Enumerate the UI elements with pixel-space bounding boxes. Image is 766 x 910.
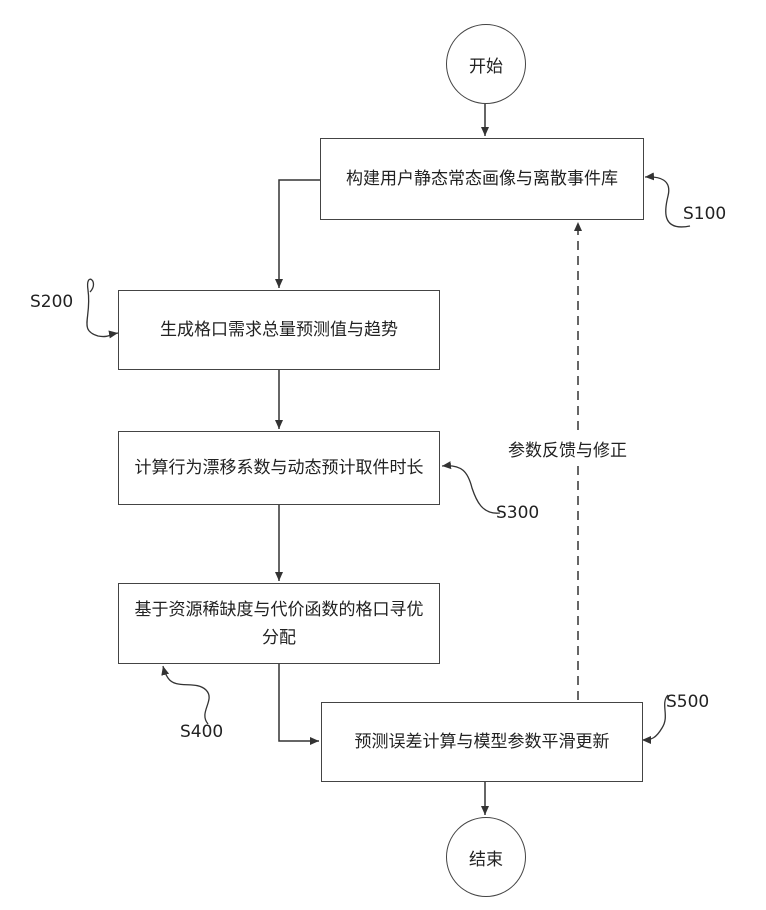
arrow-s400-to-s500	[279, 664, 319, 741]
feedback-label: 参数反馈与修正	[506, 436, 629, 461]
step-s100-box: 构建用户静态常态画像与离散事件库	[320, 138, 644, 220]
step-s200-text: 生成格口需求总量预测值与趋势	[160, 316, 398, 344]
end-node-label: 结束	[469, 845, 503, 870]
step-label-s400: S400	[180, 722, 223, 742]
arrow-s100-to-s200	[279, 180, 320, 288]
start-node: 开始	[446, 24, 526, 104]
step-label-s500: S500	[666, 692, 709, 712]
step-label-s100: S100	[683, 204, 726, 224]
step-s500-box: 预测误差计算与模型参数平滑更新	[321, 702, 643, 782]
start-node-label: 开始	[469, 52, 503, 77]
step-s400-text: 基于资源稀缺度与代价函数的格口寻优分配	[129, 596, 429, 652]
step-label-s300: S300	[496, 503, 539, 523]
step-s400-box: 基于资源稀缺度与代价函数的格口寻优分配	[118, 583, 440, 664]
leader-s300	[442, 466, 500, 513]
end-node: 结束	[446, 817, 526, 897]
step-s200-box: 生成格口需求总量预测值与趋势	[118, 290, 440, 370]
step-s500-text: 预测误差计算与模型参数平滑更新	[355, 728, 610, 756]
leader-s200	[87, 279, 118, 336]
leader-s400	[163, 666, 209, 724]
step-s300-box: 计算行为漂移系数与动态预计取件时长	[118, 431, 440, 505]
leader-s500	[642, 695, 668, 740]
step-s100-text: 构建用户静态常态画像与离散事件库	[346, 165, 618, 193]
step-s300-text: 计算行为漂移系数与动态预计取件时长	[135, 454, 424, 482]
step-label-s200: S200	[30, 292, 73, 312]
